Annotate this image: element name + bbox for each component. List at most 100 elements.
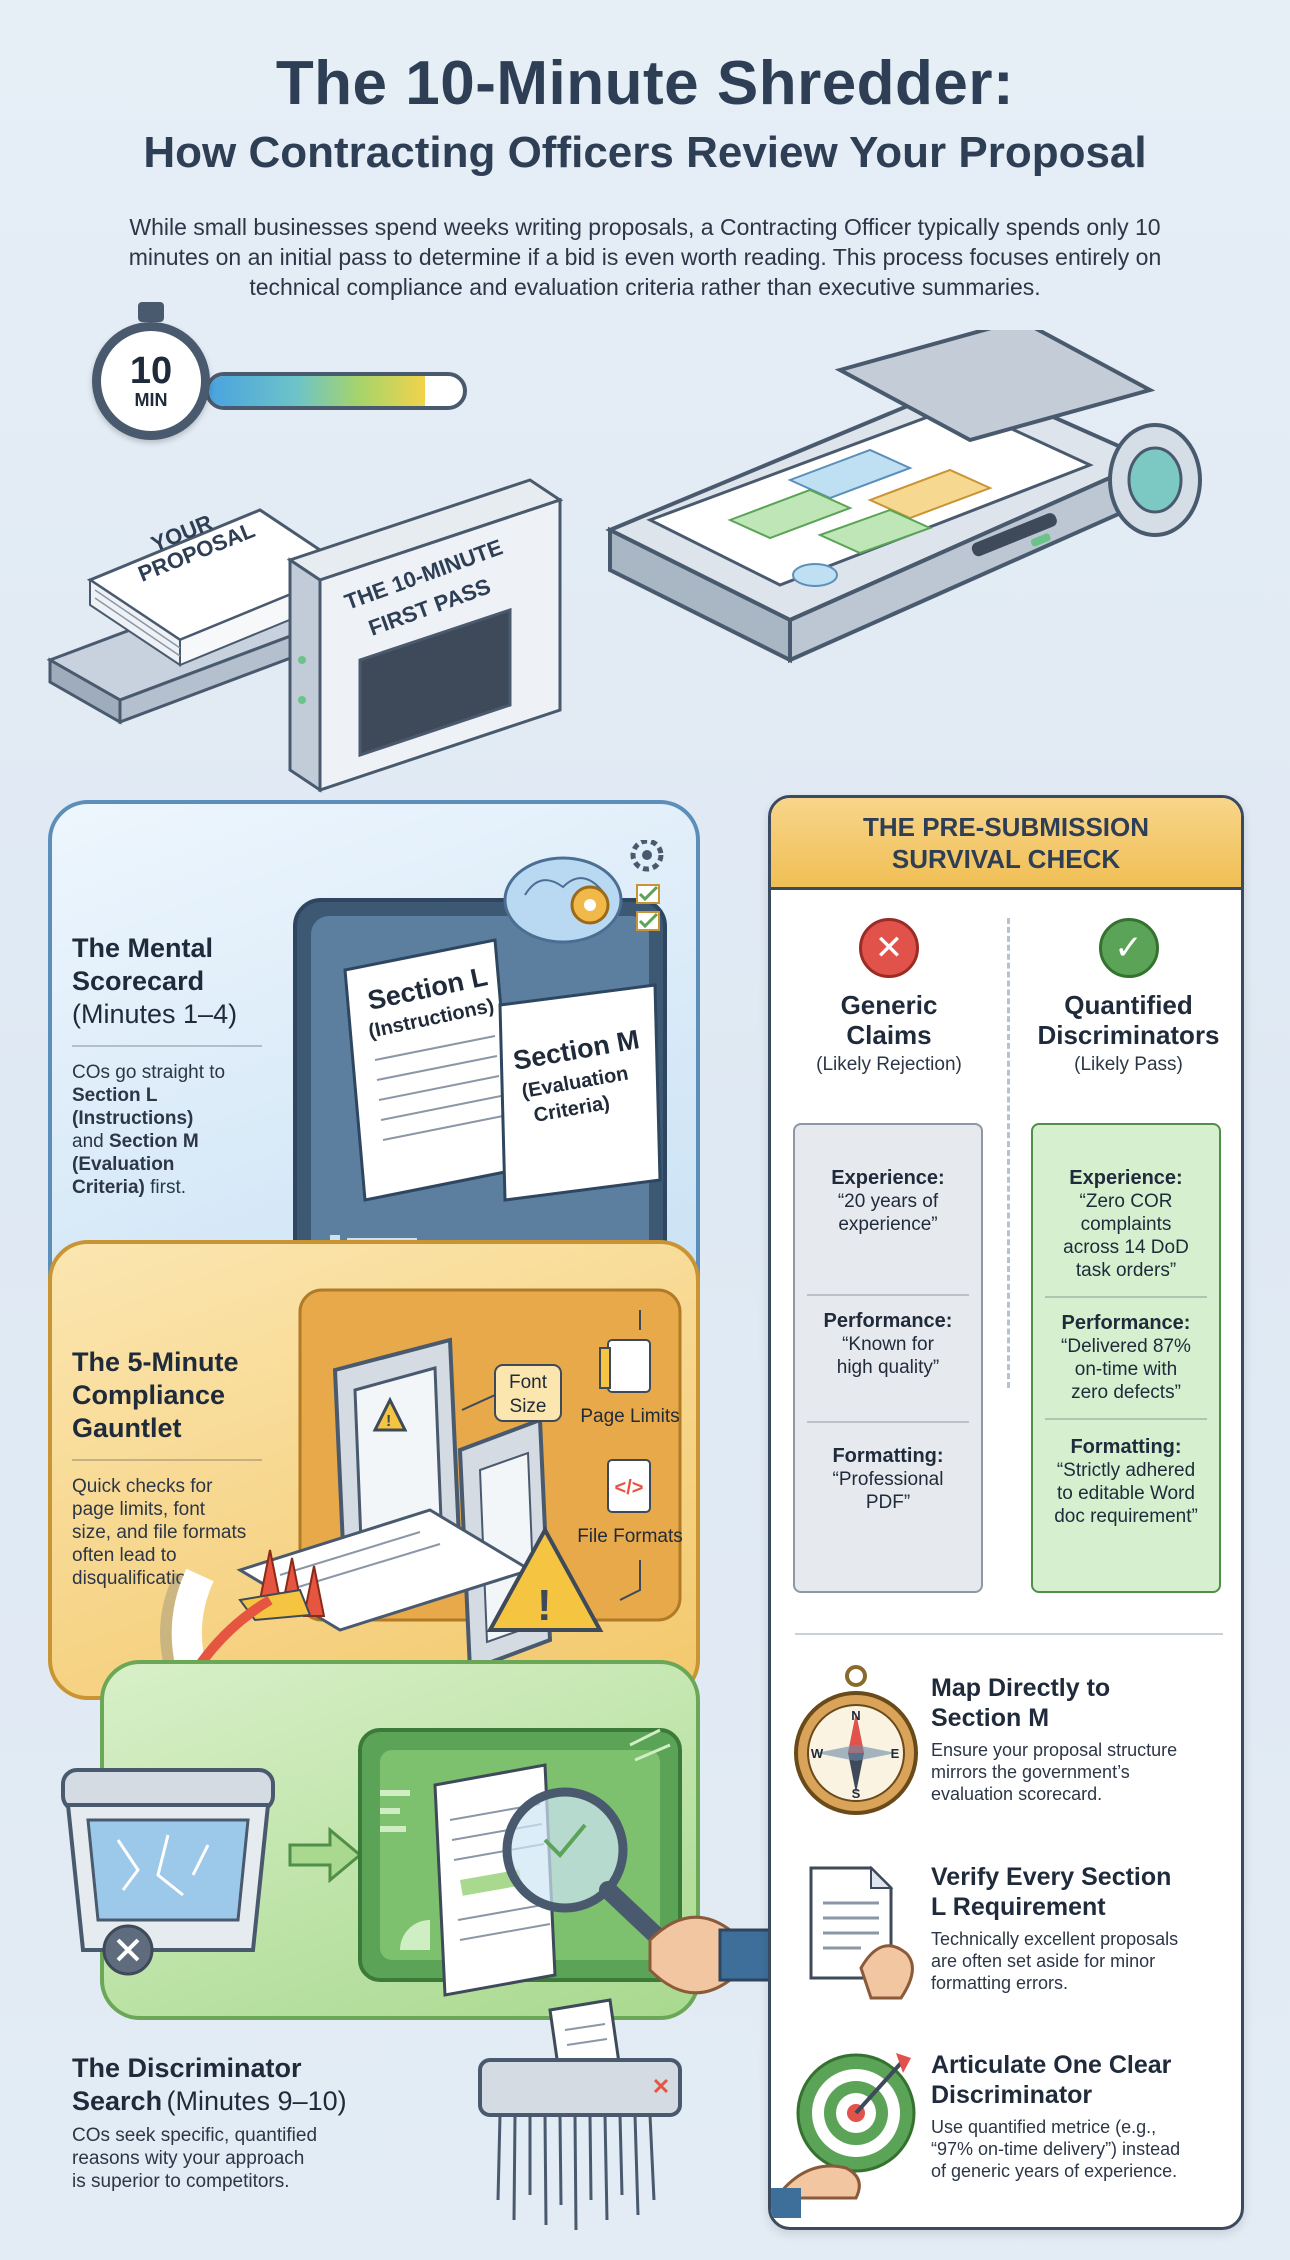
quantified-card-separator-1 (1045, 1296, 1207, 1298)
quantified-subtitle: (Likely Pass) (1074, 1054, 1183, 1075)
panel-divider (795, 1633, 1223, 1635)
proposal-scanner-illustration: YOUR PROPOSAL THE 10-MINUTE FIRST PASS (46, 478, 564, 793)
generic-item-experience: Experience: “20 years of experience” (795, 1167, 981, 1236)
discriminator-line-3: is superior to competitors. (72, 2171, 290, 2192)
quantified-item-formatting: Formatting: “Strictly adhered to editabl… (1033, 1436, 1219, 1528)
discriminator-text: The Discriminator Search (Minutes 9–10) … (72, 2052, 452, 2193)
mental-scorecard-title-2: Scorecard (72, 966, 205, 996)
generic-item-performance: Performance: “Known for high quality” (795, 1310, 981, 1379)
generic-claims-column: ✕ Generic Claims (Likely Rejection) (771, 918, 1007, 1076)
quantified-title-1: Quantified (1064, 990, 1193, 1020)
tip-1-line-1: Ensure your proposal structure (931, 1740, 1178, 1760)
compliance-title-3: Gauntlet (72, 1413, 182, 1443)
column-divider (1007, 918, 1010, 1388)
tip-articulate-discriminator: Articulate One Clear Discriminator Use q… (931, 2050, 1241, 2182)
document-hand-icon (809, 1865, 914, 2000)
discriminator-title-1: The Discriminator (72, 2053, 302, 2083)
quantified-title-2: Discriminators (1037, 1020, 1220, 1050)
target-icon (771, 2053, 916, 2218)
generic-performance-line-2: high quality” (836, 1357, 940, 1378)
quantified-experience-line-2: complaints (1080, 1214, 1172, 1235)
tag-page-limits: Page Limits (580, 1406, 679, 1427)
quantified-experience-line-4: task orders” (1075, 1260, 1177, 1281)
evaluation-bold: (Evaluation (72, 1154, 175, 1175)
tip-3-title-2: Discriminator (931, 2081, 1093, 2109)
svg-text:!: ! (537, 1581, 552, 1630)
mental-scorecard-subtitle: (Minutes 1–4) (72, 999, 238, 1029)
section-m-bold: Section M (108, 1131, 199, 1152)
generic-title-1: Generic (840, 990, 938, 1020)
pass-check-icon: ✓ (1098, 918, 1159, 978)
page-subtitle: How Contracting Officers Review Your Pro… (143, 128, 1147, 177)
generic-formatting-line-2: PDF” (865, 1492, 911, 1513)
time-progress-bar (205, 372, 467, 410)
generic-experience-line-2: experience” (838, 1214, 938, 1235)
instructions-bold: (Instructions) (72, 1108, 194, 1129)
mental-scorecard-text: The Mental Scorecard (Minutes 1–4) COs g… (72, 932, 292, 1199)
survival-check-header: THE PRE-SUBMISSION SURVIVAL CHECK (771, 798, 1241, 890)
quantified-card: Experience: “Zero COR complaints across … (1031, 1123, 1221, 1593)
stopwatch-icon: 10 MIN (92, 322, 210, 440)
generic-subtitle: (Likely Rejection) (816, 1054, 962, 1075)
svg-text:</>: </> (615, 1477, 644, 1499)
green-arrow-icon (288, 1826, 363, 1884)
tip-1-line-2: mirrors the government’s (931, 1762, 1130, 1782)
compass-s: S (852, 1786, 861, 1801)
tag-font-size-1: Font (509, 1372, 548, 1393)
tip-3-line-2: “97% on-time delivery”) instead (931, 2139, 1181, 2159)
shredder-bin-illustration (61, 1768, 275, 1976)
time-progress-fill (209, 376, 425, 406)
tip-1-line-3: evaluation scorecard. (931, 1784, 1103, 1804)
quantified-item-performance: Performance: “Delivered 87% on-time with… (1033, 1312, 1219, 1404)
generic-formatting-line-1: “Professional (832, 1469, 944, 1490)
generic-performance-line-1: “Known for (842, 1334, 934, 1355)
survival-check-title-1: THE PRE-SUBMISSION (862, 811, 1150, 842)
tip-2-line-3: formatting errors. (931, 1973, 1069, 1993)
and-text: and (72, 1131, 104, 1152)
compass-icon: N E S W (794, 1665, 918, 1815)
section-l-bold: Section L (72, 1085, 158, 1106)
tip-2-line-1: Technically excellent proposals (931, 1929, 1179, 1949)
stopwatch-crown (138, 302, 164, 322)
quantified-card-separator-2 (1045, 1418, 1207, 1420)
paper-shredder-illustration (478, 1998, 682, 2231)
generic-card-separator-2 (807, 1421, 969, 1423)
generic-performance-label: Performance: (823, 1310, 953, 1332)
first-text: first. (150, 1177, 187, 1198)
mental-scorecard-line-1: COs go straight to (72, 1062, 226, 1083)
quantified-performance-line-2: on-time with (1074, 1359, 1178, 1380)
tip-3-line-1: Use quantified metrice (e.g., (931, 2117, 1157, 2137)
tip-1-title-1: Map Directly to (931, 1674, 1111, 1702)
svg-text:!: ! (386, 1413, 391, 1430)
quantified-formatting-line-3: doc requirement” (1054, 1506, 1198, 1527)
compliance-line-3: size, and file formats (72, 1522, 247, 1543)
generic-item-formatting: Formatting: “Professional PDF” (795, 1445, 981, 1514)
compass-n: N (851, 1708, 860, 1723)
compliance-text: The 5-Minute Compliance Gauntlet Quick c… (72, 1346, 292, 1590)
quantified-experience-line-1: “Zero COR (1079, 1191, 1173, 1212)
compliance-title-1: The 5-Minute (72, 1347, 239, 1377)
intro-paragraph: While small businesses spend weeks writi… (128, 214, 1162, 300)
mental-scorecard-title-1: The Mental (72, 933, 214, 963)
quantified-performance-line-3: zero defects” (1071, 1382, 1181, 1403)
generic-experience-line-1: “20 years of (837, 1191, 939, 1212)
reject-x-icon: ✕ (859, 918, 919, 978)
quantified-column: ✓ Quantified Discriminators (Likely Pass… (1010, 918, 1241, 1076)
timer-value: 10 (129, 349, 173, 392)
compliance-line-2: page limits, font (72, 1499, 206, 1520)
generic-formatting-label: Formatting: (832, 1445, 944, 1467)
compliance-line-4: often lead to (72, 1545, 177, 1566)
tag-file-formats: File Formats (577, 1526, 683, 1547)
tip-2-title-2: L Requirement (931, 1893, 1106, 1921)
tip-verify-section-l: Verify Every Section L Requirement Techn… (931, 1862, 1231, 1994)
compliance-line-1: Quick checks for (72, 1476, 213, 1497)
criteria-bold: Criteria) (72, 1177, 145, 1198)
quantified-item-experience: Experience: “Zero COR complaints across … (1033, 1167, 1219, 1282)
scorecard-screen-illustration: Section L (Instructions) Section M (Eval… (293, 840, 667, 1310)
tip-3-line-3: of generic years of experience. (931, 2161, 1178, 2181)
quantified-formatting-label: Formatting: (1070, 1436, 1182, 1458)
generic-title-2: Claims (846, 1020, 932, 1050)
tag-font-size-2: Size (510, 1396, 547, 1417)
discriminator-title-2: Search (72, 2086, 163, 2116)
discriminator-screen-illustration (358, 1728, 777, 1997)
